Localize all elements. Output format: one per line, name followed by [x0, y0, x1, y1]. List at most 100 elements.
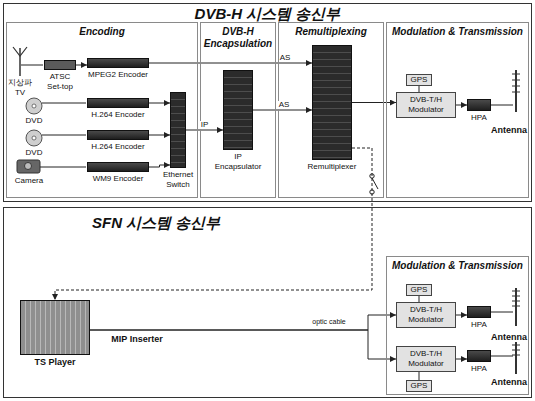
- device-unit: H.264 Encoder: [86, 98, 150, 120]
- connector: [253, 110, 312, 111]
- stage-panel: DVB-H Encapsulation IP Encapsulator: [200, 22, 276, 198]
- device-label: WM9 Encoder: [86, 174, 150, 184]
- connector: [149, 63, 312, 64]
- device-unit: Ethernet Switch: [160, 92, 196, 189]
- switch-lever: [372, 178, 378, 189]
- device-body: [170, 92, 186, 168]
- device-label: DVB-T/H Modulator: [397, 95, 455, 114]
- free-label: Antenna: [488, 377, 530, 388]
- connector: [149, 135, 170, 136]
- device-label: GPS: [409, 75, 430, 85]
- device-box: GPS: [406, 74, 432, 86]
- device-label: DVB-T/H Modulator: [397, 349, 455, 368]
- free-label: DVD: [22, 116, 46, 126]
- device-label: Ethernet Switch: [160, 170, 196, 189]
- connector: [186, 130, 223, 131]
- antenna-dipoles: [512, 291, 520, 306]
- connector: [456, 105, 467, 106]
- feed-line: [491, 356, 513, 357]
- antenna-dipoles: [512, 74, 520, 92]
- device-label: IP Encapsulator: [210, 152, 266, 171]
- device-label: H.264 Encoder: [86, 142, 150, 152]
- free-label: Camera: [10, 176, 48, 186]
- device-body: [467, 99, 491, 111]
- device-unit: H.264 Encoder: [86, 130, 150, 152]
- section-title: DVB-H 시스템 송신부: [4, 4, 531, 23]
- antenna-mast: [515, 288, 517, 326]
- tx-antenna: [491, 70, 520, 112]
- system-section: DVB-H 시스템 송신부EncodingATSC Set-top MPEG2 E…: [3, 3, 532, 202]
- device-label: TS Player: [15, 357, 95, 368]
- stage-panel: EncodingATSC Set-top MPEG2 EncoderH.264 E…: [6, 22, 198, 198]
- free-label: 지상파 TV: [4, 78, 36, 97]
- dvd-disc: [26, 130, 86, 146]
- device-label: DVB-T/H Modulator: [397, 305, 455, 324]
- feed-line: [42, 135, 86, 136]
- feed-line: [42, 103, 86, 104]
- feed-line: [491, 105, 513, 106]
- device-label: GPS: [409, 285, 430, 295]
- device-unit: Remultiplexer: [302, 45, 362, 172]
- connector: [90, 315, 396, 330]
- device-body: [312, 45, 352, 160]
- section-title: SFN 시스템 송신부: [4, 208, 531, 232]
- antenna-mast: [515, 342, 517, 374]
- terrestrial-antenna: [13, 47, 43, 76]
- disc-hole: [32, 104, 36, 108]
- system-section: SFN 시스템 송신부 TS Player Modulation & Transmi…: [3, 207, 532, 398]
- device-body: [87, 58, 149, 68]
- device-box: DVB-T/H Modulator: [396, 302, 456, 328]
- panel-heading: Modulation & Transmission: [387, 23, 528, 38]
- switch-symbol: [370, 174, 378, 194]
- device-unit: IP Encapsulator: [210, 70, 266, 171]
- panel-heading: Encoding: [7, 23, 197, 38]
- device-unit: HPA: [466, 306, 492, 330]
- free-label: optic cable: [296, 318, 362, 326]
- edge-label: AS: [278, 101, 291, 109]
- antenna-mast: [19, 48, 21, 76]
- device-unit: TS Player: [15, 300, 95, 368]
- device-label: Remultiplexer: [302, 162, 362, 172]
- device-unit: MPEG2 Encoder: [86, 58, 150, 80]
- device-box: DVB-T/H Modulator: [396, 346, 456, 372]
- connector: [76, 65, 87, 66]
- device-label: GPS: [409, 381, 430, 391]
- device-body: [467, 306, 491, 318]
- device-body: [223, 70, 253, 150]
- device-box: GPS: [406, 284, 432, 296]
- tx-antenna: [491, 342, 520, 374]
- antenna-dipoles: [512, 345, 520, 355]
- connector: [149, 103, 170, 104]
- disc: [26, 130, 42, 146]
- stage-panel: Modulation & TransmissionGPS DVB-T/H Modu…: [386, 22, 529, 198]
- disc: [26, 98, 42, 114]
- connector: [456, 359, 467, 360]
- feed-line: [40, 167, 86, 168]
- edge-label: IP: [200, 121, 210, 129]
- device-body: [467, 350, 491, 362]
- panel-heading: DVB-H Encapsulation: [201, 23, 275, 50]
- device-label: HPA: [466, 113, 492, 123]
- edge-label: AS: [279, 54, 292, 62]
- panel-heading: Remultiplexing: [279, 23, 383, 38]
- connector: [352, 102, 396, 103]
- panel-heading: Modulation & Transmission: [387, 257, 528, 272]
- stage-panel: Modulation & TransmissionGPS DVB-T/H Modu…: [386, 256, 529, 395]
- camera-icon: [17, 160, 86, 173]
- device-label: HPA: [466, 320, 492, 330]
- free-label: MIP Inserter: [100, 334, 174, 345]
- device-body: [20, 300, 90, 355]
- connector: [456, 315, 467, 316]
- device-body: [87, 130, 149, 140]
- connector: [90, 330, 396, 359]
- device-body: [87, 162, 149, 172]
- device-unit: WM9 Encoder: [86, 162, 150, 184]
- camera-lens: [25, 163, 32, 170]
- device-unit: ATSC Set-top: [42, 60, 78, 91]
- device-box: GPS: [406, 380, 432, 392]
- stage-panel: RemultiplexingRemultiplexer: [278, 22, 384, 198]
- camera-body: [17, 160, 40, 173]
- free-label: Antenna: [488, 332, 530, 343]
- feed-line: [21, 65, 43, 66]
- feed-line: [491, 312, 513, 313]
